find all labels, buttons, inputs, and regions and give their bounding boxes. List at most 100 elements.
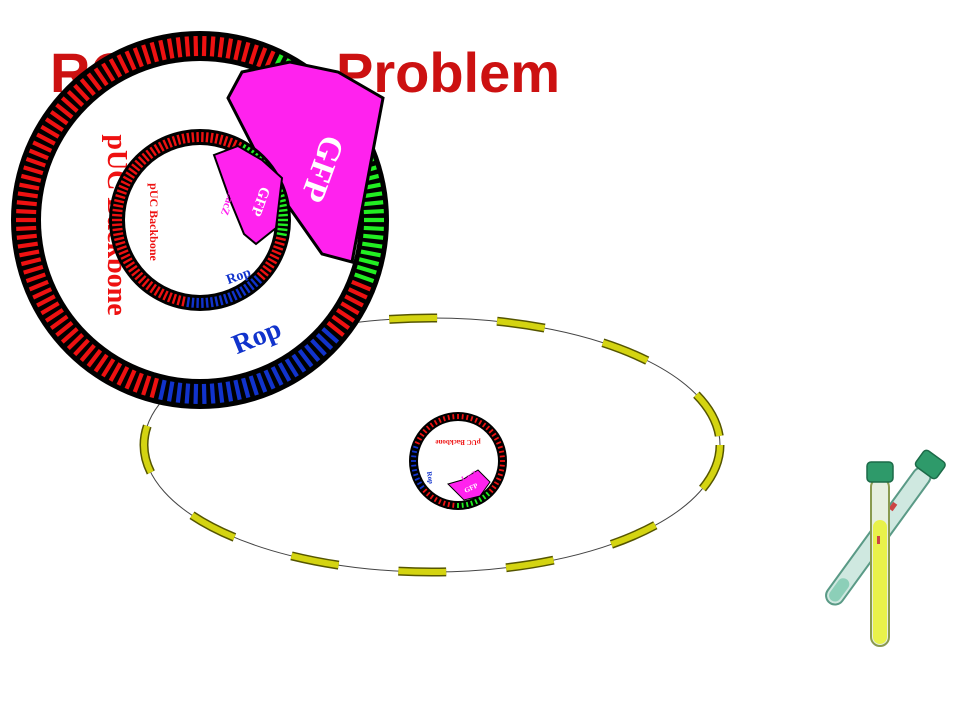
plasmid-tick — [491, 484, 497, 490]
plasmid-tick — [184, 36, 191, 57]
plasmid-tick — [32, 140, 53, 153]
plasmid-tick — [93, 353, 109, 373]
plasmid-tick — [474, 499, 478, 505]
plasmid-tick — [166, 38, 175, 59]
plasmid-tick — [149, 146, 157, 157]
plasmid-tick — [241, 377, 251, 399]
plasmid-tick — [414, 441, 420, 445]
plasmid-tick — [452, 414, 455, 420]
plasmid-tick — [112, 208, 123, 213]
plasmid-tick — [112, 227, 123, 232]
plasmid-tick — [25, 156, 46, 168]
plasmid-tick — [497, 473, 503, 477]
plasmid-tick — [157, 288, 165, 299]
test-tubes-illustration — [825, 449, 946, 647]
plasmid-tick — [16, 233, 37, 240]
plasmid-tick — [116, 189, 127, 195]
plasmid-tick — [442, 500, 446, 506]
plasmid-tick — [181, 133, 186, 144]
plasmid-tick — [496, 477, 502, 481]
plasmid-tick — [241, 41, 251, 63]
plasmid-tick — [498, 468, 505, 472]
plasmid-tick — [214, 133, 219, 144]
plasmid-tick — [115, 194, 126, 200]
plasmid-tick — [347, 287, 368, 300]
plasmid-tick — [461, 414, 464, 420]
plasmid-tick — [131, 268, 141, 277]
plasmid-tick — [73, 83, 90, 102]
plasmid-tick — [73, 338, 90, 357]
plasmid-tick — [166, 381, 175, 402]
plasmid-tick — [66, 333, 85, 351]
plasmid-tick — [411, 468, 418, 472]
plasmid-tick — [497, 445, 503, 449]
plasmid-tick — [429, 422, 435, 428]
plasmid-tick — [158, 379, 167, 401]
plasmid-tick — [116, 245, 127, 251]
gfp-gene-medium — [212, 144, 284, 246]
plasmid-tick — [248, 44, 259, 65]
plasmid-tick — [474, 417, 478, 423]
plasmid-tick — [231, 290, 238, 301]
plasmid-tick — [162, 290, 169, 301]
plasmid-tick — [176, 134, 182, 145]
plasmid-tick — [44, 117, 64, 132]
plasmid-tick — [55, 321, 74, 337]
plasmid-tick — [25, 272, 46, 284]
plasmid-tick — [270, 366, 284, 386]
plasmid-tick — [20, 257, 42, 267]
plasmid-tick — [274, 240, 285, 246]
plasmid-tick — [419, 432, 425, 438]
plasmid-tick — [149, 283, 157, 294]
plasmid-tick — [411, 455, 417, 458]
plasmid-tick — [263, 369, 276, 390]
plasmid-tick — [16, 225, 37, 231]
plasmid-tick — [465, 414, 469, 421]
plasmid-tick — [344, 294, 364, 308]
plasmid-tick — [411, 450, 418, 454]
plasmid-tick — [166, 137, 173, 148]
plasmid-tick — [267, 257, 278, 265]
plasmid-tick — [470, 416, 474, 422]
plasmid-tick — [470, 500, 474, 506]
plasmid-tick — [363, 209, 384, 215]
plasmid-tick — [217, 37, 225, 58]
plasmid-tick — [131, 163, 141, 172]
plasmid-tick — [256, 372, 268, 393]
plasmid-tick — [86, 349, 103, 368]
plasmid-tick — [488, 488, 494, 494]
plasmid-tick — [442, 416, 446, 422]
plasmid-tick — [235, 288, 243, 299]
plasmid-tick — [209, 132, 214, 143]
plasmid-tick — [481, 494, 487, 500]
plasmid-tick — [233, 39, 242, 61]
backbone-label-small: pUC Backbone — [435, 438, 480, 446]
plasmid-medium: GFP LacZ pUC Backbone Rop — [109, 129, 291, 311]
plasmid-tick — [181, 296, 186, 307]
plasmid-tick — [331, 314, 351, 330]
plasmid-tick — [209, 297, 214, 308]
plasmid-tick — [137, 275, 147, 284]
plasmid-tick — [429, 494, 435, 500]
plasmid-tick — [416, 436, 423, 441]
plasmid-tick — [222, 293, 229, 305]
plasmid-tick — [411, 464, 417, 467]
plasmid-tick — [113, 232, 124, 237]
plasmid-tick — [363, 200, 384, 207]
plasmid-tick — [176, 295, 182, 306]
plasmid-tick — [351, 279, 372, 292]
plasmid-tick — [422, 428, 428, 434]
plasmid-tick — [49, 314, 69, 330]
plasmid-tick — [227, 137, 234, 148]
plasmid-tick — [153, 286, 161, 296]
plasmid-tick — [485, 425, 491, 431]
plasmid-tick — [122, 175, 133, 183]
plasmid-tick — [485, 491, 491, 497]
plasmid-tick — [284, 358, 299, 378]
plasmid-tick — [205, 297, 209, 308]
plasmid-tick — [273, 245, 284, 251]
plasmid-tick — [496, 441, 502, 445]
plasmid-tick — [493, 436, 500, 441]
plasmid-tick — [277, 208, 288, 213]
plasmid-tick — [493, 481, 500, 486]
